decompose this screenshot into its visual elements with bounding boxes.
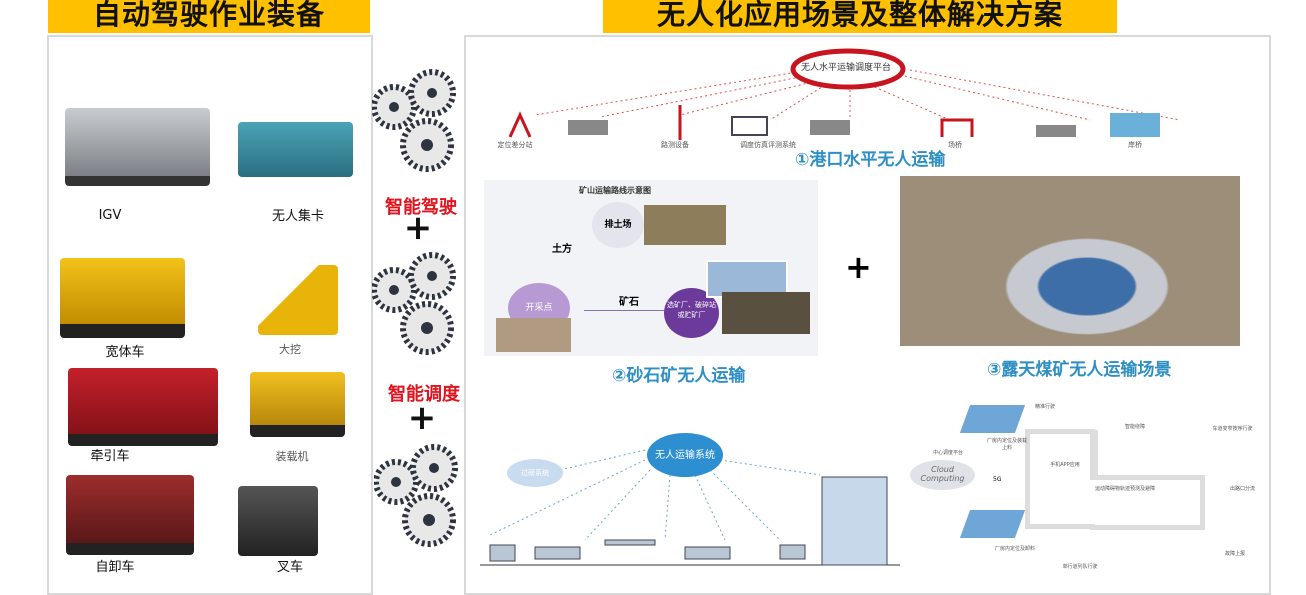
gears-icon [374,444,458,547]
container-truck-image [238,122,353,177]
factory-building [959,405,1026,433]
coal-mine-photo [900,176,1240,346]
factory-label: 运动障碍物轨迹预测及避障 [1094,486,1155,492]
factory-label: 厂房内定位及装载上料 [987,438,1028,451]
factory-label: 出路口分流 [1230,486,1256,492]
vehicle-label: 宽体车 [105,345,145,360]
route-arrow [584,310,664,311]
smart-driving-label: 智能驾驶 [385,197,457,218]
loader-image [250,372,345,437]
dump-photo [644,205,726,245]
gears-icon [372,69,456,172]
route-path [1025,429,1095,529]
factory-label: 中心调度平台 [932,450,963,456]
earth-label: 土方 [552,244,572,255]
right-header: 无人化应用场景及整体解决方案 [603,0,1117,33]
port-title: ①港口水平无人运输 [795,150,946,170]
gravel-mine-diagram: 矿山运输路线示意图 排土场 土方 开采点 矿石 选矿厂、破碎站或贮矿厂 [484,180,818,356]
left-header: 自动驾驶作业装备 [48,0,370,33]
factory-label: 故障上报 [1224,551,1245,557]
factory-label: 厂房内定位及卸料 [995,546,1036,552]
port-cloud-label: 无人水平运输调度平台 [800,63,891,73]
transport-cloud-label: 无人运输系统 [655,450,715,461]
excavator-image [258,265,338,335]
factory-label: 精准行驶 [1034,404,1055,410]
route-path [1090,430,1098,475]
coal-title: ③露天煤矿无人运输场景 [987,360,1172,380]
factory-logistics-diagram: Cloud Computing 5G 中心调度平台 厂房内定位及装载上料 精准行… [905,385,1265,573]
factory-label: 车道变窄按序行驶 [1212,426,1253,432]
transport-system-diagram [480,433,900,566]
diagram-title: 矿山运输路线示意图 [579,186,651,195]
network-label: 5G [993,476,1002,483]
vehicle-label: 叉车 [276,560,303,575]
port-node-label: 调度仿真评测系统 [740,141,796,149]
plus-sign: + [403,208,433,248]
wide-body-truck-image [60,258,185,338]
ore-label: 矿石 [619,297,639,308]
vehicle-label: 无人集卡 [271,209,324,224]
vehicle-label: IGV [98,208,122,223]
vehicle-label: 牵引车 [90,449,130,464]
mine-photo [722,292,810,334]
vehicle-label: 装载机 [275,450,309,463]
pit-photo [496,318,571,352]
cloud-computing: Cloud Computing [910,460,975,490]
port-node-label: 定位差分站 [497,141,533,149]
port-node-label: 场桥 [948,141,962,149]
smart-dispatch-label: 智能调度 [388,384,460,405]
factory-label: 单行道列队行驶 [1062,564,1098,570]
tractor-truck-image [68,368,218,446]
factory-label: 手机APP应用 [1050,462,1080,468]
factory-building [959,510,1026,538]
port-node-label: 路测设备 [661,141,689,149]
vehicle-label: 大挖 [279,343,301,356]
dump-truck-image [66,475,194,555]
side-cloud-label: 过磅系统 [521,469,549,477]
vehicle-label: 自卸车 [95,560,135,575]
factory-label: 智能绕障 [1124,424,1145,430]
dump-node: 排土场 [592,202,644,248]
gears-icon [372,252,456,355]
route-path [1090,475,1205,530]
plus-sign: + [845,248,872,286]
gravel-title: ②砂石矿无人运输 [612,366,746,386]
plus-sign: + [407,398,437,438]
port-network-diagram [508,48,1181,140]
port-node-label: 岸桥 [1128,141,1142,149]
forklift-image [238,486,318,556]
igv-image [65,108,210,186]
